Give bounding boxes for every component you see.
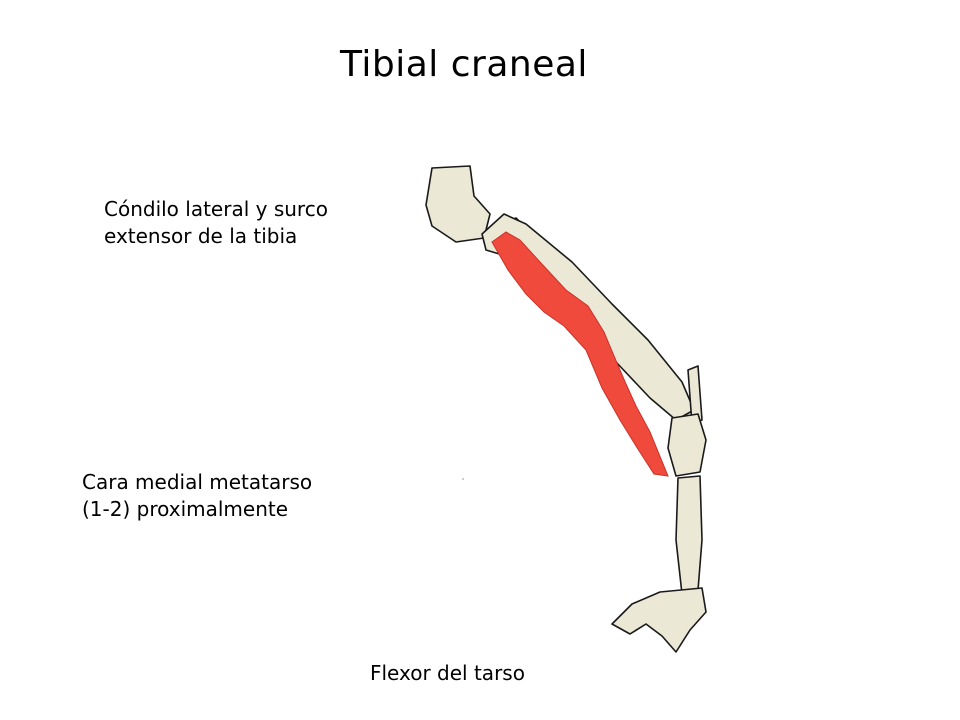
metatarsal-bones [675, 475, 703, 595]
origin-label-line-1: Cóndilo lateral y surco [104, 197, 328, 221]
speck-mark [462, 478, 464, 480]
femur-bone [425, 165, 491, 243]
origin-label-line-2: extensor de la tibia [104, 224, 298, 248]
origin-label: Cóndilo lateral y surco extensor de la t… [104, 196, 328, 250]
insertion-label-line-2: (1-2) proximalmente [82, 497, 289, 521]
tarsal-bones [667, 413, 707, 477]
insertion-label: Cara medial metatarso (1-2) proximalment… [82, 469, 312, 523]
hindlimb-skeleton [425, 165, 707, 653]
action-label: Flexor del tarso [370, 661, 525, 685]
insertion-label-line-1: Cara medial metatarso [82, 470, 313, 494]
slide-title: Tibial craneal [340, 44, 588, 85]
calcaneus-bone [687, 365, 703, 425]
tibialis-cranialis-muscle [491, 231, 669, 477]
digit-bones [611, 587, 707, 653]
